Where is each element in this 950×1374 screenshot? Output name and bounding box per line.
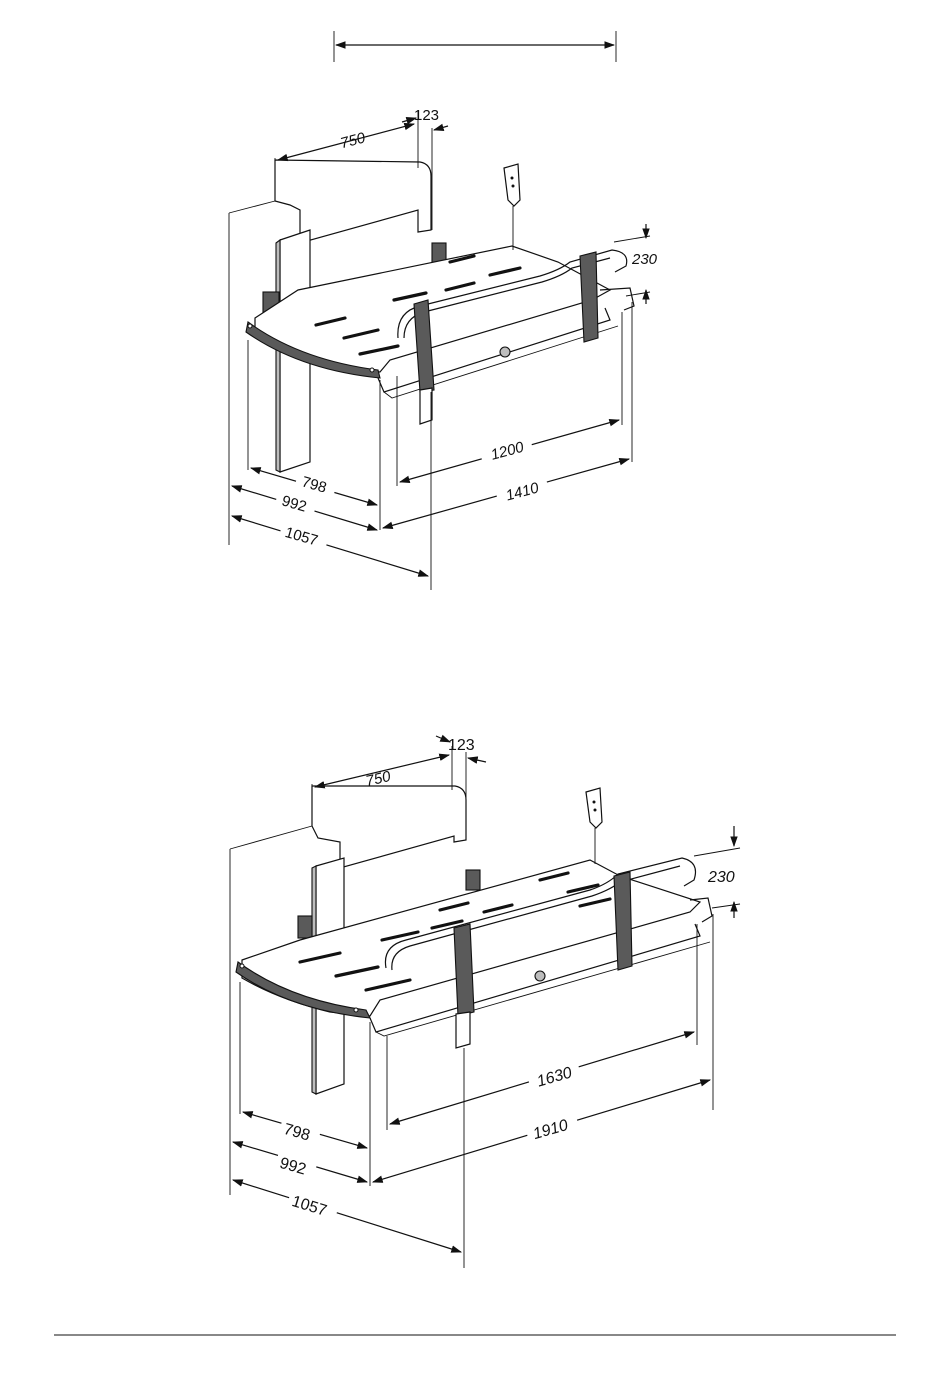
changing-table-diagram-top: 750 123 230 1200 1410 798 992 [229,107,658,590]
backboard-top [275,160,431,243]
changing-table-diagram-bottom: 750 123 230 1630 1910 798 992 [230,736,740,1268]
label-123-top: 123 [414,107,439,124]
label-1910-bottom: 1910 [531,1117,570,1143]
top-dimension-line [334,31,616,62]
label-1057-top: 1057 [283,524,320,550]
label-1630-bottom: 1630 [535,1064,574,1090]
rail-clamp-left-bottom [454,924,474,1016]
label-230-bottom: 230 [707,869,735,886]
label-1057-bottom: 1057 [290,1193,329,1220]
label-992-top: 992 [280,492,309,515]
rail-clamp-right-bottom [614,872,632,970]
label-230-top: 230 [631,251,658,268]
label-1200-top: 1200 [489,439,526,464]
label-1410-top: 1410 [504,479,541,504]
bracket-right-bottom [466,870,480,890]
label-750-top: 750 [339,129,368,152]
label-798-top: 798 [300,473,329,496]
backboard-bottom [312,786,466,868]
bracket-left-bottom [298,916,312,938]
handset-bottom [586,788,602,828]
label-123-bottom: 123 [448,737,475,754]
